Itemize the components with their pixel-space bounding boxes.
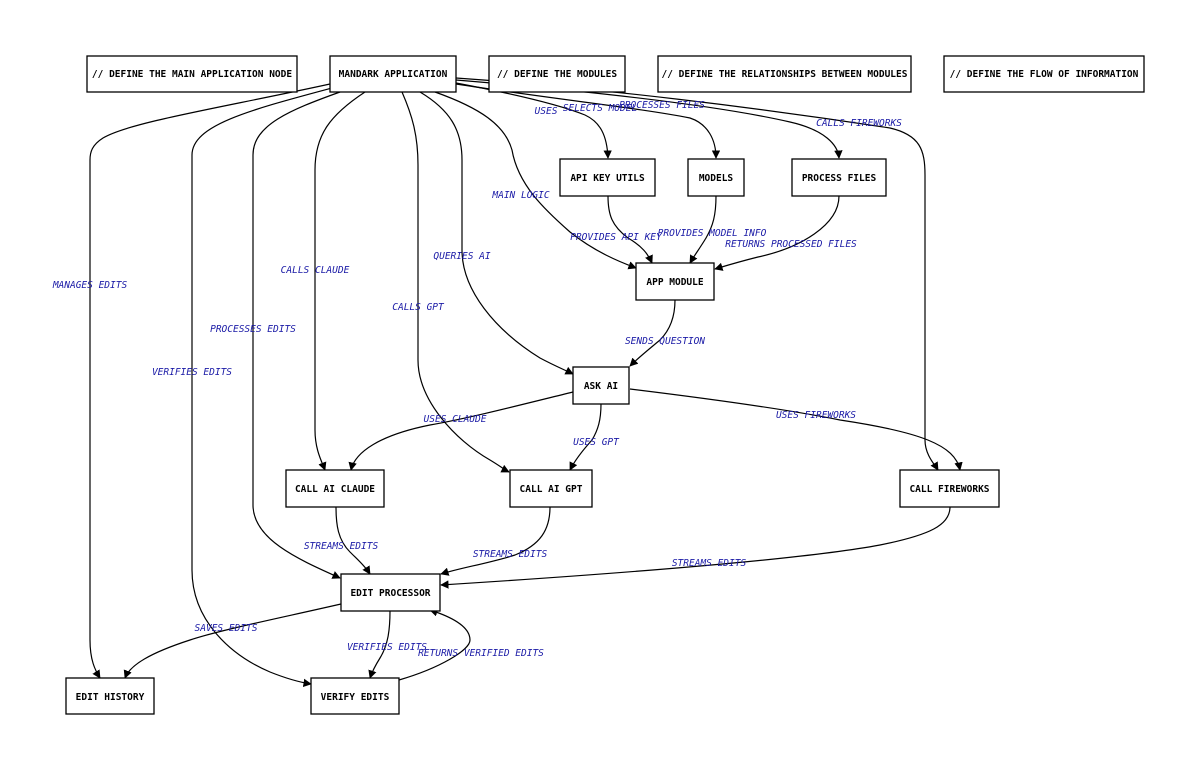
node-comment-main: // DEFINE THE MAIN APPLICATION NODE [86,55,298,93]
edge-main-logic [434,91,637,270]
label-saves-edits: SAVES EDITS [195,623,258,634]
node-call-fireworks: CALL FIREWORKS [899,469,1000,508]
label-streams-edits-fireworks: STREAMS EDITS [672,558,747,569]
edge-uses-fireworks [629,388,963,471]
edge-processes-edits [252,91,341,579]
label-uses: USES [535,106,558,117]
label-verifies-edits-main: VERIFIES EDITS [152,367,232,378]
label-processes-edits: PROCESSES EDITS [210,324,296,335]
label-calls-gpt: CALLS GPT [392,302,445,313]
edge-calls-gpt [401,91,510,473]
node-call-ai-gpt: CALL AI GPT [509,469,593,508]
node-process-files-label: PROCESS FILES [802,173,877,184]
edge-provides-api-key [607,195,653,264]
label-verifies-edits-processor: VERIFIES EDITS [347,642,427,653]
node-call-ai-gpt-label: CALL AI GPT [520,484,583,495]
edge-streams-edits-fireworks [440,506,951,589]
edge-streams-edits-claude [335,506,371,575]
node-models-label: MODELS [699,173,734,184]
edge-verifies-edits-processor [368,610,391,679]
node-models: MODELS [687,158,745,197]
edge-labels-layer: USES SELECTS MODEL PROCESSES FILES CALLS… [52,100,902,659]
node-call-ai-claude: CALL AI CLAUDE [285,469,385,508]
edge-uses [455,82,612,159]
node-ask-ai-label: ASK AI [584,381,618,392]
edge-saves-edits [123,603,342,679]
label-calls-fireworks: CALLS FIREWORKS [816,118,902,129]
node-comment-relationships: // DEFINE THE RELATIONSHIPS BETWEEN MODU… [657,55,912,93]
edge-uses-claude [348,391,574,471]
label-processes-files: PROCESSES FILES [619,100,705,111]
edge-manages-edits [89,83,331,679]
node-comment-modules-label: // DEFINE THE MODULES [497,69,617,80]
node-edit-processor-label: EDIT PROCESSOR [350,588,430,599]
node-call-ai-claude-label: CALL AI CLAUDE [295,484,375,495]
label-streams-edits-claude: STREAMS EDITS [304,541,379,552]
node-mandark-application: MANDARK APPLICATION [329,55,457,93]
node-process-files: PROCESS FILES [791,158,887,197]
edge-provides-model-info [689,195,717,264]
node-verify-edits: VERIFY EDITS [310,677,400,715]
label-provides-model-info: PROVIDES MODEL INFO [658,228,767,239]
label-queries-ai: QUERIES AI [433,251,490,262]
label-streams-edits-gpt: STREAMS EDITS [473,549,548,560]
label-uses-gpt: USES GPT [573,437,620,448]
edge-selects-model [455,83,721,159]
node-edit-history-label: EDIT HISTORY [76,692,145,703]
label-uses-fireworks: USES FIREWORKS [776,410,856,421]
edge-returns-processed-files [714,195,840,271]
node-comment-modules: // DEFINE THE MODULES [488,55,626,93]
edge-verifies-edits-main [191,87,333,688]
label-sends-question: SENDS QUESTION [625,336,705,347]
node-api-key-utils-label: API KEY UTILS [570,173,645,184]
node-ask-ai: ASK AI [572,366,630,405]
node-mandark-application-label: MANDARK APPLICATION [339,69,448,80]
node-edit-history: EDIT HISTORY [65,677,155,715]
node-verify-edits-label: VERIFY EDITS [321,692,390,703]
node-comment-flow: // DEFINE THE FLOW OF INFORMATION [943,55,1145,93]
label-calls-claude: CALLS CLAUDE [281,265,350,276]
label-provides-api-key: PROVIDES API KEY [570,232,663,243]
edge-streams-edits-gpt [440,506,551,576]
label-main-logic: MAIN LOGIC [491,190,549,201]
node-comment-main-label: // DEFINE THE MAIN APPLICATION NODE [92,69,292,80]
edge-calls-claude [314,91,366,471]
node-comment-relationships-label: // DEFINE THE RELATIONSHIPS BETWEEN MODU… [662,69,908,80]
label-uses-claude: USES CLAUDE [424,414,487,425]
node-app-module-label: APP MODULE [646,277,703,288]
label-selects-model: SELECTS MODEL [563,103,637,114]
label-manages-edits: MANAGES EDITS [52,280,128,291]
edge-returns-verified-edits [398,608,471,681]
label-returns-verified-edits: RETURNS VERIFIED EDITS [418,648,544,659]
edge-uses-gpt [569,403,602,471]
node-edit-processor: EDIT PROCESSOR [340,573,441,612]
edges-layer [89,77,963,688]
label-returns-processed-files: RETURNS PROCESSED FILES [725,239,857,250]
edge-sends-question [629,299,676,367]
node-call-fireworks-label: CALL FIREWORKS [909,484,989,495]
node-comment-flow-label: // DEFINE THE FLOW OF INFORMATION [950,69,1139,80]
node-api-key-utils: API KEY UTILS [559,158,656,197]
edge-queries-ai [419,91,574,375]
node-app-module: APP MODULE [635,262,715,301]
